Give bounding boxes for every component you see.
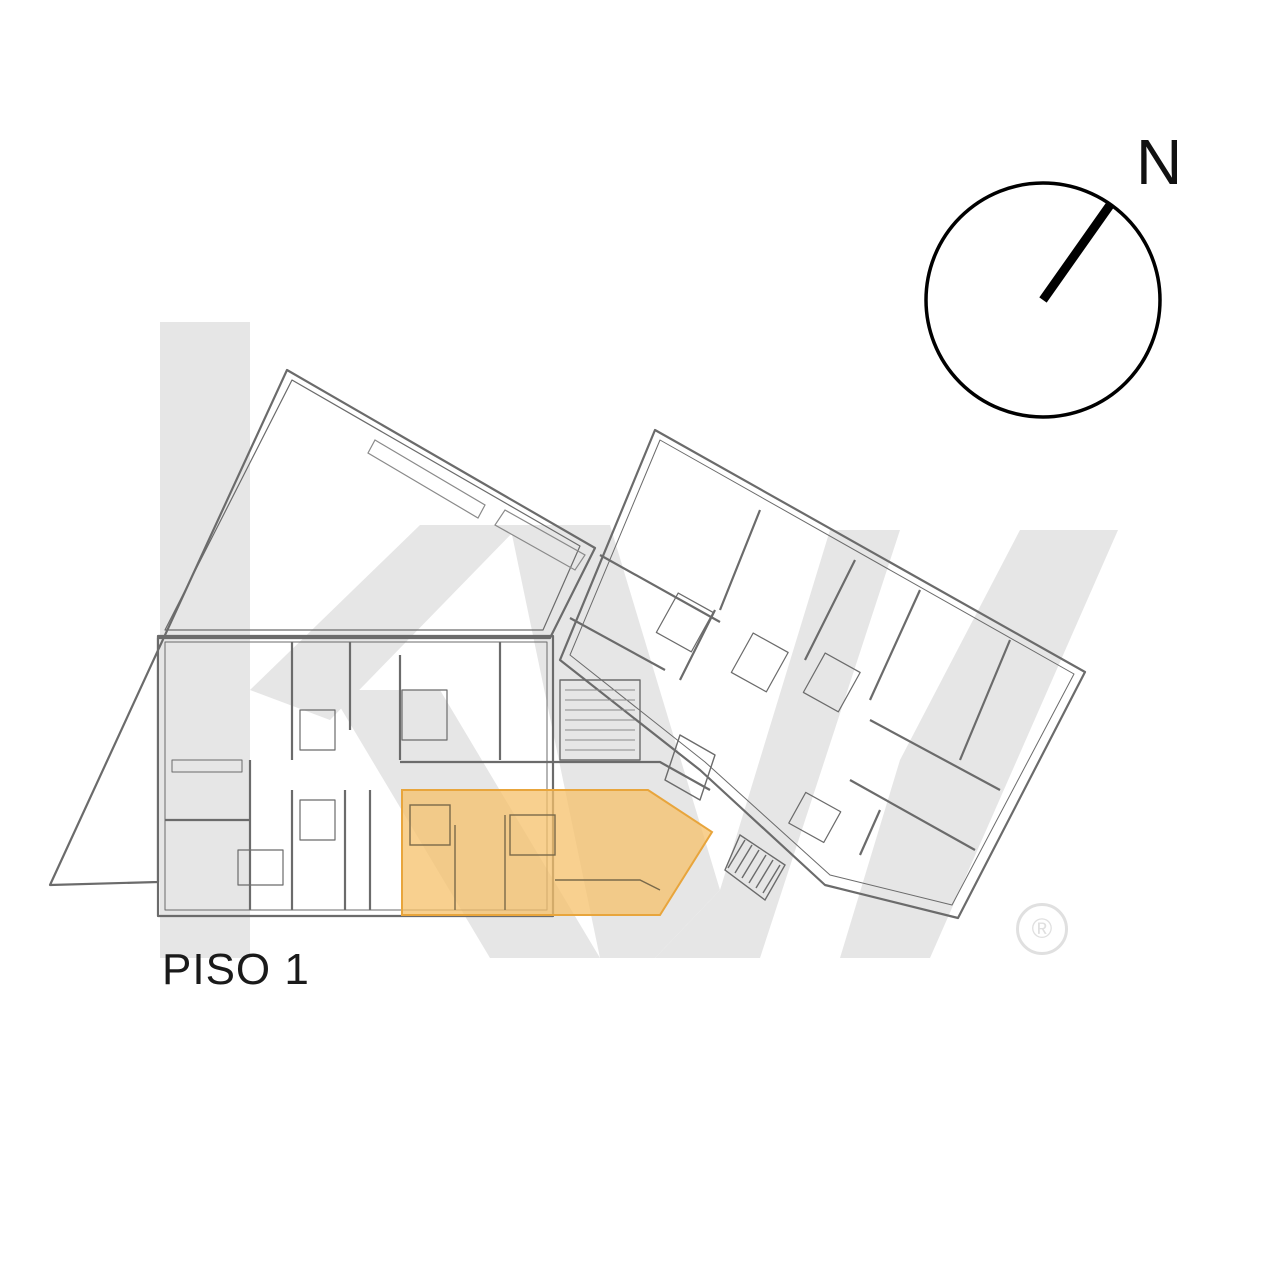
elevator-core — [664, 734, 716, 801]
left-block-outline — [156, 634, 555, 918]
right-block-outline — [558, 428, 1087, 920]
wall — [869, 719, 1001, 791]
right-block-inner — [569, 439, 1075, 906]
compass-icon — [924, 181, 1162, 419]
watermark-w-right — [840, 530, 1118, 958]
wall — [718, 509, 762, 611]
stairs-icon — [565, 689, 635, 751]
wall — [599, 554, 721, 623]
north-arrow-icon — [1039, 202, 1114, 303]
bathroom — [401, 689, 448, 741]
wall — [849, 779, 976, 851]
left-block-inner — [164, 641, 548, 911]
wall — [804, 559, 856, 661]
watermark-k-arm-upper — [250, 525, 520, 720]
wall — [958, 639, 1012, 761]
wall — [858, 809, 882, 856]
highlighted-apartment[interactable] — [401, 789, 714, 916]
left-terrace-inner — [164, 379, 581, 631]
highlighted-apartment-walls — [409, 804, 661, 910]
stair-core — [559, 679, 641, 761]
registered-icon: ® — [1016, 903, 1068, 955]
watermark-w-mid — [655, 530, 900, 958]
bathroom — [655, 592, 714, 653]
bathroom — [730, 632, 789, 693]
bathroom — [802, 652, 861, 713]
wall — [868, 589, 922, 701]
wall — [679, 609, 716, 681]
floor-label: PISO 1 — [162, 945, 310, 994]
bathroom — [299, 799, 336, 841]
kitchen-counter — [171, 759, 243, 773]
wall — [569, 617, 666, 671]
terrace-details — [367, 439, 586, 571]
corridor-wall — [400, 760, 711, 791]
bathroom — [788, 791, 842, 844]
north-label: N — [1136, 126, 1183, 198]
bathroom — [299, 709, 336, 751]
bathroom — [237, 849, 284, 886]
watermark-k-stem — [160, 322, 250, 958]
external-stairs-icon — [724, 833, 786, 902]
